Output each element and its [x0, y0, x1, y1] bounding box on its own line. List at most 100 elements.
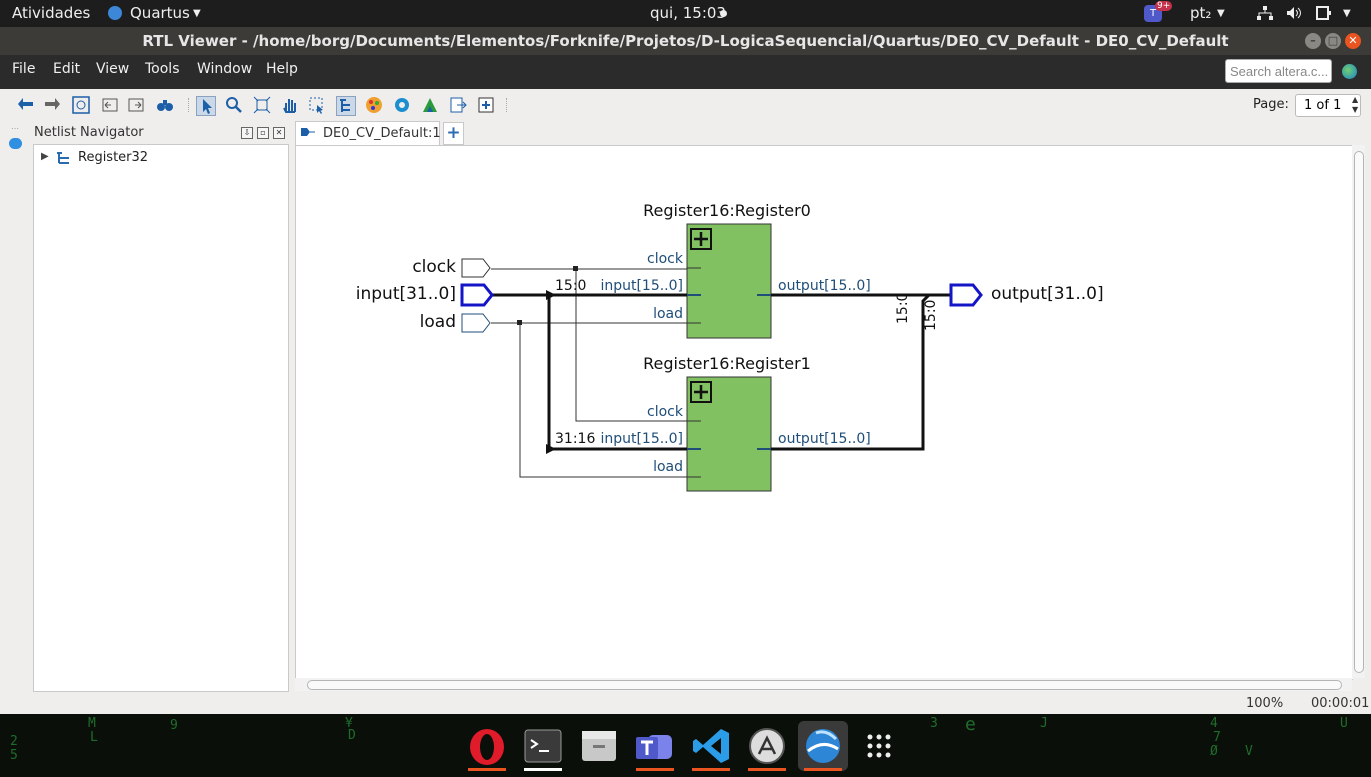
globe-icon[interactable]: [1342, 64, 1357, 79]
binoculars-icon[interactable]: [156, 96, 174, 114]
align-right-icon[interactable]: [127, 96, 145, 114]
activities-button[interactable]: Atividades: [12, 4, 91, 22]
hand-icon[interactable]: [281, 96, 299, 114]
input-pin-input[interactable]: [460, 283, 494, 307]
rtl-schematic: Register16:Register0 clock input[15..0] …: [356, 201, 1104, 492]
hierarchy-icon: [340, 99, 350, 112]
port-clock-r1: clock: [647, 404, 684, 420]
terminal-icon: [524, 729, 562, 763]
back-icon[interactable]: [17, 96, 35, 114]
select-pointer-button[interactable]: [196, 96, 216, 116]
dock-app-grid[interactable]: [854, 721, 904, 771]
dock-terminal[interactable]: [518, 721, 568, 771]
matrix-glyph: e: [965, 714, 976, 735]
spin-up-icon[interactable]: ▲: [1352, 95, 1359, 104]
expand-arrow-icon[interactable]: ▶: [41, 151, 49, 162]
volume-icon[interactable]: [1286, 6, 1302, 20]
port-output-r1: output[15..0]: [778, 431, 871, 447]
schematic-canvas[interactable]: Register16:Register0 clock input[15..0] …: [295, 145, 1353, 680]
toolbar-separator: [506, 98, 509, 112]
dock: M L 9 ¥ D 3 e J 4 7 Ø V U 2 5: [0, 714, 1371, 777]
dock-opera[interactable]: [462, 721, 512, 771]
refresh-icon[interactable]: [72, 96, 90, 114]
vertical-scrollbar[interactable]: [1352, 145, 1365, 678]
app-menu[interactable]: Quartus: [130, 4, 190, 22]
scroll-thumb[interactable]: [1354, 151, 1364, 673]
menu-file[interactable]: File: [12, 61, 36, 77]
grip-handle[interactable]: ⋯: [11, 124, 19, 133]
side-strip: ⋯: [0, 121, 31, 714]
output-pin[interactable]: [949, 283, 983, 307]
power-icon[interactable]: [1316, 6, 1332, 20]
triangle-icon[interactable]: [421, 96, 439, 114]
search-input[interactable]: Search altera.c...: [1225, 59, 1332, 83]
wire-junction: [573, 266, 578, 271]
dock-software-updater[interactable]: [742, 721, 792, 771]
dock-quartus[interactable]: [798, 721, 848, 771]
add-tab-button[interactable]: +: [443, 122, 464, 145]
dock-vscode[interactable]: [686, 721, 736, 771]
close-button[interactable]: ✕: [1345, 33, 1361, 49]
select-pointer-icon: [203, 99, 212, 114]
color-icon[interactable]: [365, 96, 383, 114]
print-icon[interactable]: [477, 96, 495, 114]
tree-item-register32[interactable]: ▶ Register32: [34, 150, 288, 168]
page-selector[interactable]: 1 of 1 ▲ ▼: [1295, 94, 1361, 117]
input-pin-clock[interactable]: [461, 258, 491, 278]
pin-icon[interactable]: ⇩: [241, 127, 253, 139]
port-input-r1: input[15..0]: [600, 431, 683, 447]
toolbar-separator: [188, 98, 191, 112]
menu-help[interactable]: Help: [266, 61, 298, 77]
rtl-viewer-icon: [301, 128, 315, 136]
chevron-down-icon: ▼: [193, 8, 201, 19]
chevron-down-icon: ▼: [1343, 8, 1351, 19]
scroll-thumb[interactable]: [307, 680, 1342, 690]
menu-window[interactable]: Window: [197, 61, 253, 77]
selection-icon[interactable]: [308, 96, 326, 114]
fit-icon[interactable]: [253, 96, 271, 114]
running-indicator: [524, 768, 562, 771]
gnome-top-bar: Atividades Quartus ▼ qui, 15:03 T 9+ pt₂…: [0, 0, 1371, 27]
forward-icon[interactable]: [43, 96, 61, 114]
menu-view[interactable]: View: [96, 61, 130, 77]
input-pin-load[interactable]: [461, 313, 491, 333]
minimize-button[interactable]: –: [1305, 33, 1321, 49]
dock-teams[interactable]: [630, 721, 680, 771]
teams-icon: [636, 735, 672, 759]
port-load-r1: load: [653, 459, 683, 475]
block-title-register1: Register16:Register1: [643, 354, 811, 373]
vscode-icon: [693, 729, 729, 763]
tab-schematic[interactable]: [295, 121, 440, 146]
menu-tools[interactable]: Tools: [145, 61, 180, 77]
keyboard-layout-indicator[interactable]: pt₂: [1190, 4, 1212, 22]
elapsed-time: 00:00:01: [1311, 696, 1370, 711]
messages-icon[interactable]: [9, 138, 22, 149]
menu-bar: File Edit View Tools Window Help: [0, 55, 1371, 89]
settings-icon[interactable]: [393, 96, 411, 114]
matrix-glyph: U: [1340, 716, 1348, 731]
export-icon[interactable]: [449, 96, 467, 114]
menu-edit[interactable]: Edit: [53, 61, 81, 77]
running-indicator: [748, 768, 786, 771]
tree-item-label: Register32: [78, 150, 149, 165]
page-value: 1 of 1: [1304, 98, 1342, 113]
control-wires: [491, 268, 687, 478]
align-left-icon[interactable]: [101, 96, 119, 114]
clock[interactable]: qui, 15:03: [650, 4, 726, 22]
spin-down-icon[interactable]: ▼: [1352, 105, 1359, 114]
matrix-glyph: M: [88, 716, 96, 731]
quartus-icon: [806, 729, 840, 763]
network-icon[interactable]: [1257, 6, 1273, 20]
zoom-level: 100%: [1246, 696, 1284, 711]
dock-files[interactable]: [574, 721, 624, 771]
running-indicator: [636, 768, 674, 771]
port-load-r0: load: [653, 306, 683, 322]
maximize-button[interactable]: □: [1325, 33, 1341, 49]
notification-dot-icon: [720, 10, 727, 17]
horizontal-scrollbar[interactable]: [295, 678, 1352, 691]
float-icon[interactable]: ▫: [257, 127, 269, 139]
hierarchy-button[interactable]: [336, 96, 356, 116]
tab-label: DE0_CV_Default:1: [323, 126, 441, 141]
close-panel-icon[interactable]: ✕: [273, 127, 285, 139]
zoom-icon[interactable]: [225, 96, 243, 114]
